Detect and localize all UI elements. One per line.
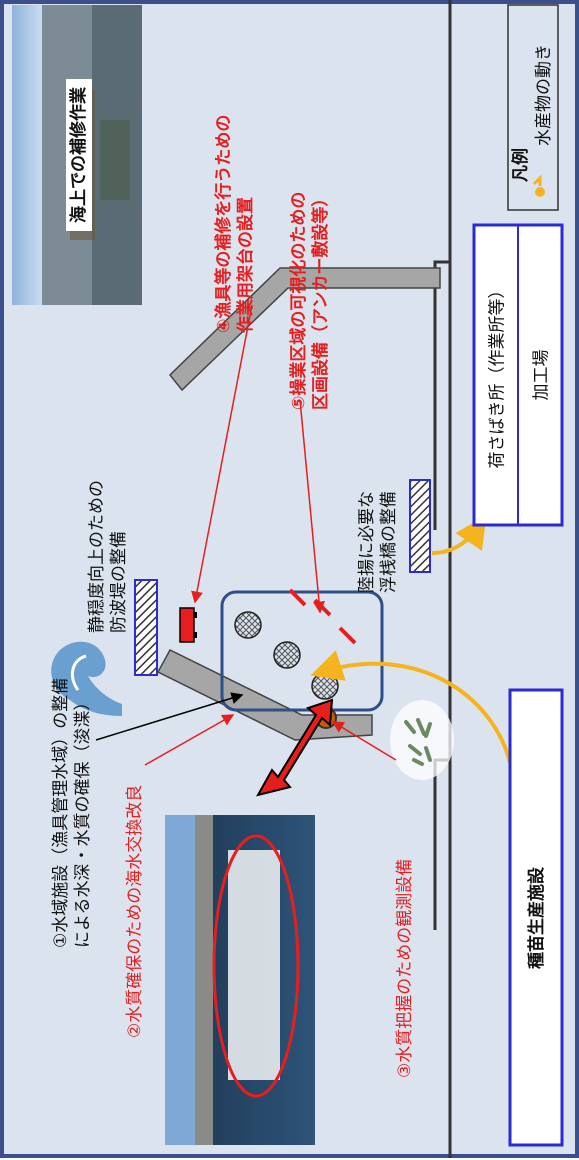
item4-label: ④漁具等の補修を行うための 作業用架台の設置 <box>214 114 256 333</box>
legend-item-label: 水産物の動き <box>534 44 554 146</box>
processing-label: 加工場 <box>531 349 551 401</box>
legend-box <box>507 4 559 211</box>
breakwater-extension-block <box>134 579 158 676</box>
legend-arrow-icon <box>535 187 545 197</box>
flow-arrow-pier <box>431 515 487 555</box>
breakwater-label: 静穏度向上のための 防波堤の整備 <box>87 480 129 633</box>
legend-title: 凡例 <box>511 148 531 182</box>
aquaculture-zone <box>220 590 384 712</box>
seawater-photo <box>165 815 315 1145</box>
fish-school-icon <box>390 700 454 780</box>
callout-arrow-4 <box>191 304 253 604</box>
item2-label: ②水質確保のための海水交換改良 <box>125 784 145 1038</box>
repair-photo-caption: 海上での補修作業 <box>14 79 144 231</box>
water-exchange-arrow <box>255 698 334 797</box>
callout-arrow-2 <box>144 714 235 766</box>
item3-label: ③水質把握のための観測設備 <box>395 858 415 1078</box>
item5-label: ⑤操業区域の可視化のための 区画設備（アンカー敷設等） <box>289 189 331 410</box>
pier-label: 陸揚に必要な 浮桟橋の整備 <box>357 491 399 593</box>
harbor-wall-upper <box>433 260 450 530</box>
breakwater-upper <box>168 267 441 392</box>
callout-arrow-3 <box>331 721 397 761</box>
floating-pier-block <box>409 479 431 573</box>
wave-icon <box>51 641 122 716</box>
nursery-facility-box <box>508 688 564 1147</box>
callout-arrow-1 <box>95 692 244 741</box>
legend-arrow-head <box>532 174 542 186</box>
unloading-label: 荷さばき所（作業所等） <box>487 281 507 469</box>
buoy-icon <box>179 607 197 643</box>
callout-arrow-5 <box>299 399 325 614</box>
flow-arrow-nursery <box>310 650 514 773</box>
item1-label: ①水域施設（漁具管理水域）の整備 による水深・水質の確保（浚渫） <box>51 677 93 948</box>
nursery-label: 種苗生産施設 <box>527 867 547 969</box>
